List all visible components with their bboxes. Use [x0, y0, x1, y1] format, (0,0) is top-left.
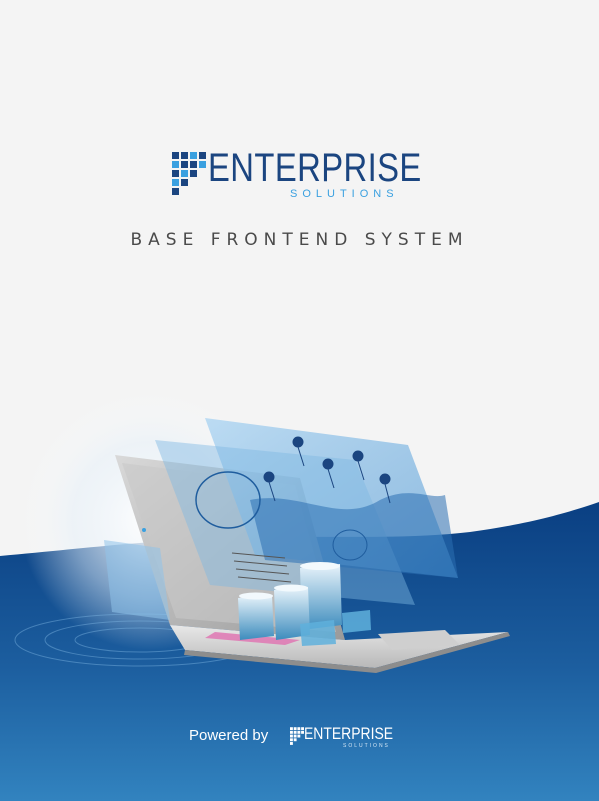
brand-logo: ENTERPRISE SOLUTIONS — [172, 146, 432, 206]
powered-by-label: Powered by — [189, 727, 269, 744]
footer: Powered by ENTERPRISE SOLUTIONS — [0, 722, 599, 752]
footer-brand-subtitle: SOLUTIONS — [343, 743, 390, 749]
brand-subtitle: SOLUTIONS — [290, 188, 399, 200]
brand-name: ENTERPRISE — [208, 146, 422, 190]
footer-brand-name: ENTERPRISE — [304, 724, 394, 743]
tagline: BASE FRONTEND SYSTEM — [130, 230, 469, 250]
logo-pixel-icon — [172, 152, 206, 195]
laptop-dashboard-illustration — [104, 418, 510, 673]
footer-logo-pixel-icon — [290, 727, 304, 745]
footer-brand-logo: ENTERPRISE SOLUTIONS — [290, 724, 410, 752]
